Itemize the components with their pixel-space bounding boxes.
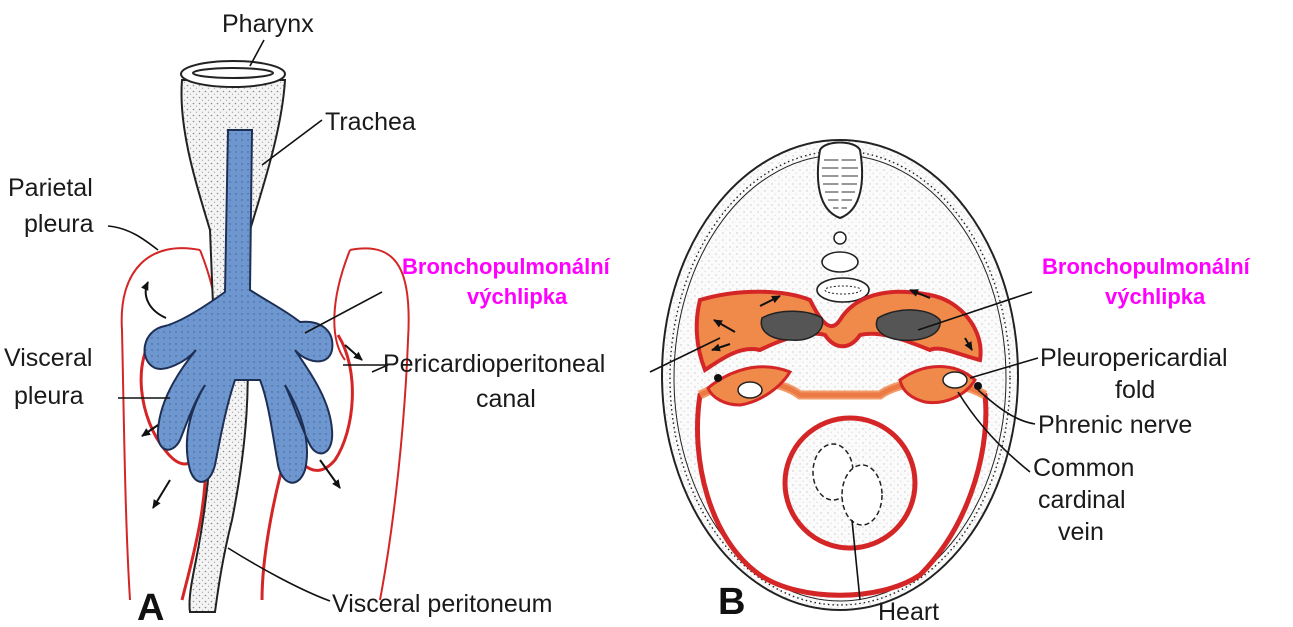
aorta	[822, 252, 858, 272]
label-pleuropericardial-2: fold	[1115, 376, 1155, 404]
highlight-bronchopulmonary-a-1: Bronchopulmonální	[402, 254, 611, 279]
label-common-cardinal-2: cardinal	[1038, 486, 1126, 514]
parietal-pleura-leader	[108, 226, 158, 250]
label-visceral-peritoneum: Visceral peritoneum	[332, 590, 552, 618]
label-pleuropericardial-1: Pleuropericardial	[1040, 344, 1228, 372]
label-parietal-pleura-2: pleura	[24, 210, 94, 238]
phrenic-nerve-left	[714, 374, 722, 382]
panel-b: Pleuropericardial fold Phrenic nerve Com…	[650, 140, 1251, 626]
visceral-peritoneum-leader	[228, 548, 330, 601]
cardinal-vein-right	[943, 372, 967, 388]
panel-letter-b: B	[718, 581, 745, 623]
panel-a: Pharynx Trachea Parietal pleura Visceral…	[4, 10, 611, 627]
label-common-cardinal-3: vein	[1058, 518, 1104, 546]
label-pericardioperitoneal-1: Pericardioperitoneal	[383, 350, 605, 378]
label-phrenic-nerve: Phrenic nerve	[1038, 411, 1192, 439]
label-pharynx: Pharynx	[222, 10, 314, 38]
bronchopulmonary-leader-a	[305, 292, 382, 333]
highlight-bronchopulmonary-a-2: výchlipka	[467, 284, 568, 309]
label-trachea: Trachea	[325, 108, 416, 136]
label-heart: Heart	[878, 598, 939, 626]
label-pericardioperitoneal-2: canal	[476, 385, 536, 413]
cardinal-vein-left	[738, 382, 762, 398]
label-parietal-pleura-1: Parietal	[8, 174, 93, 202]
highlight-bronchopulmonary-b-1: Bronchopulmonální	[1042, 254, 1251, 279]
lung-bud-left	[761, 311, 822, 340]
phrenic-nerve-right	[974, 382, 982, 390]
label-common-cardinal-1: Common	[1033, 454, 1134, 482]
label-visceral-pleura-2: pleura	[14, 382, 84, 410]
expansion-arrow	[153, 480, 170, 508]
expansion-arrow	[146, 282, 166, 318]
highlight-bronchopulmonary-b-2: výchlipka	[1105, 284, 1206, 309]
label-visceral-pleura-1: Visceral	[4, 344, 92, 372]
notochord	[834, 232, 846, 244]
panel-letter-a: A	[137, 587, 164, 627]
